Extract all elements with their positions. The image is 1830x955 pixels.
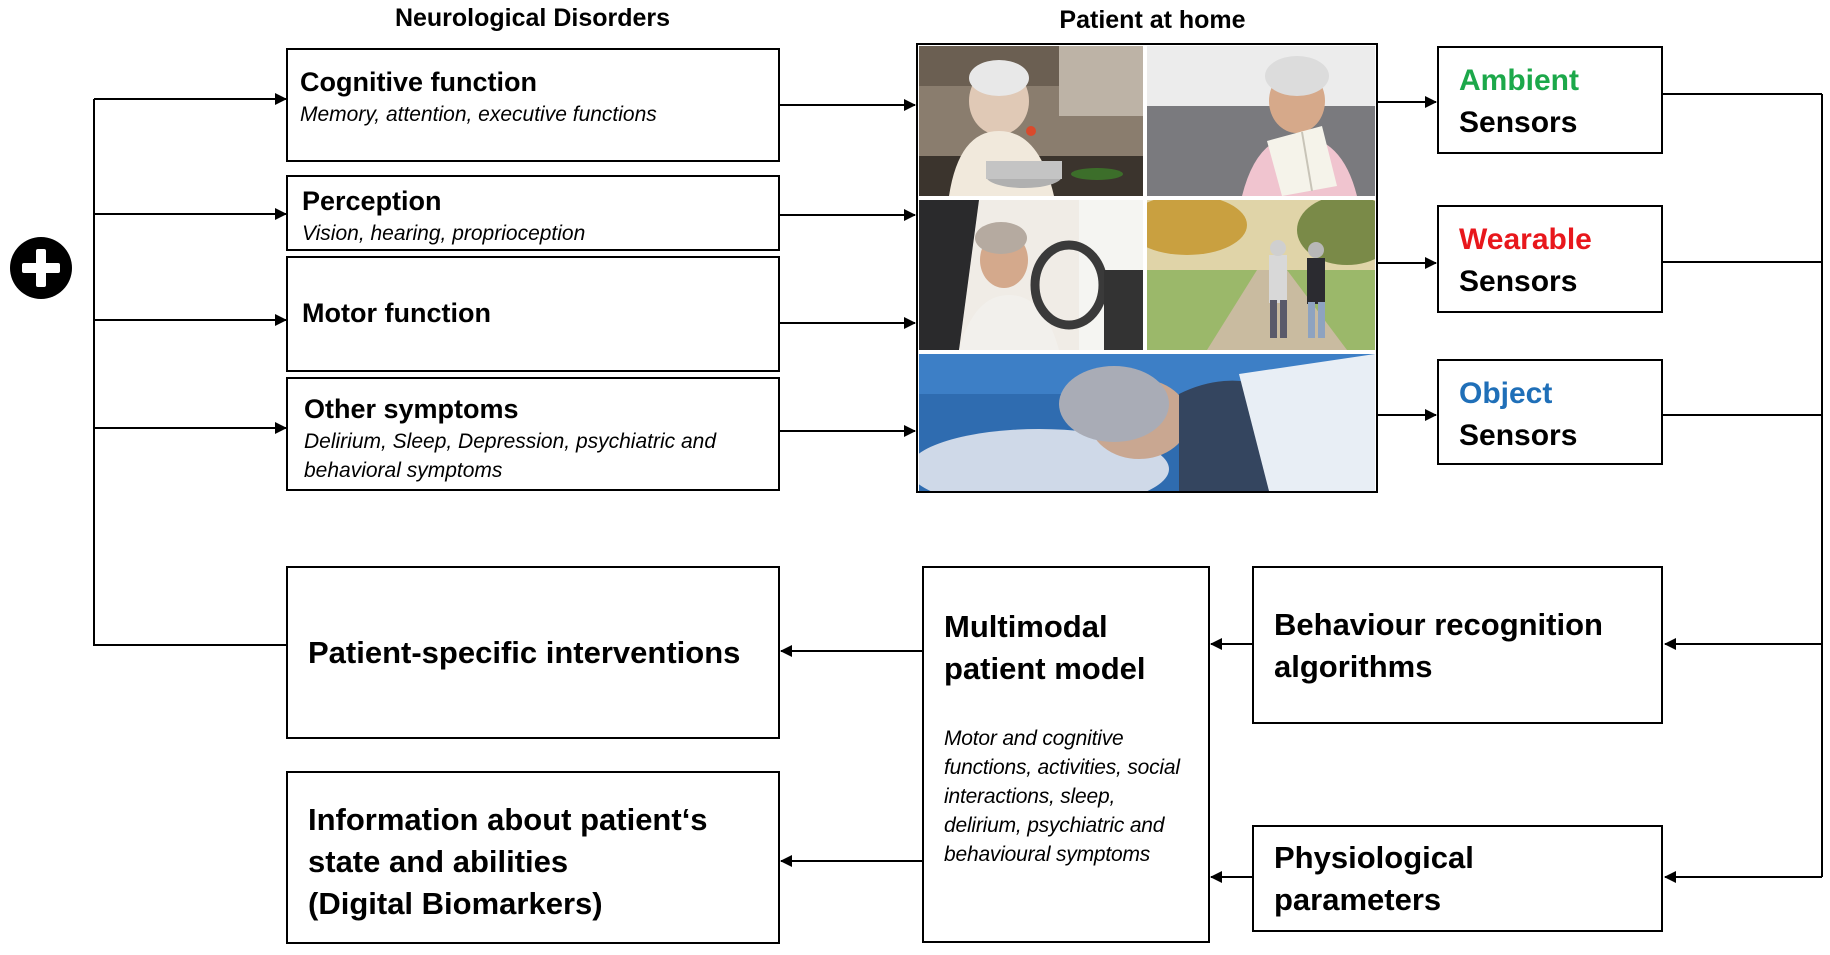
patient-specific-interventions-box: Patient-specific interventions (286, 566, 780, 739)
plus-circle-icon (9, 236, 73, 300)
behaviour-recognition-line-1: Behaviour recognition (1274, 607, 1603, 642)
model-title-line-1: Multimodal (944, 609, 1108, 644)
photo-reading (1147, 46, 1375, 196)
heading-patient-at-home: Patient at home (1059, 6, 1246, 34)
patient-specific-interventions-label: Patient-specific interventions (308, 634, 741, 670)
wearable-sensors-box: Wearable Sensors (1437, 205, 1663, 313)
photo-cooking (919, 46, 1143, 196)
perception-subtitle: Vision, hearing, proprioception (302, 221, 586, 245)
motor-function-box: Motor function (286, 256, 780, 372)
wearable-sensors-label: Sensors (1459, 265, 1578, 298)
physiological-parameters-label: Physiological parameters (1274, 839, 1474, 917)
physiological-parameters-box: Physiological parameters (1252, 825, 1663, 932)
feedback-loop-line (93, 99, 286, 646)
object-sensors-box: Object Sensors (1437, 359, 1663, 465)
multimodal-patient-model-box: Multimodal patient model Motor and cogni… (922, 566, 1210, 943)
ambient-sensors-label: Sensors (1459, 106, 1578, 139)
ambient-sensors-type: Ambient (1459, 64, 1579, 97)
other-symptoms-box: Other symptoms Delirium, Sleep, Depressi… (286, 377, 780, 491)
patient-photo-grid (919, 46, 1375, 491)
behaviour-recognition-line-2: algorithms (1274, 648, 1433, 684)
ambient-sensors-box: Ambient Sensors (1437, 46, 1663, 154)
perception-box: Perception Vision, hearing, propriocepti… (286, 175, 780, 251)
heading-neurological-disorders: Neurological Disorders (394, 4, 671, 32)
object-sensors-type: Object (1459, 377, 1553, 410)
model-description: Motor and cognitive functions, activitie… (944, 726, 1180, 866)
other-symptoms-subtitle: Delirium, Sleep, Depression, psychiatric… (304, 429, 717, 483)
model-title-line-2: patient model (944, 650, 1146, 686)
wearable-sensors-type: Wearable (1459, 223, 1592, 256)
other-symptoms-title: Other symptoms (304, 394, 519, 424)
cognitive-function-box: Cognitive function Memory, attention, ex… (286, 48, 780, 162)
behaviour-recognition-box: Behaviour recognition algorithms (1252, 566, 1663, 724)
cognitive-function-title: Cognitive function (300, 67, 537, 97)
photo-walking (1147, 200, 1375, 350)
photo-driving (919, 200, 1143, 350)
information-line-2: state and abilities (308, 843, 569, 879)
information-line-3: (Digital Biomarkers) (308, 885, 603, 921)
information-box: Information about patient‘s state and ab… (286, 771, 780, 944)
perception-title: Perception (302, 186, 442, 216)
object-sensors-label: Sensors (1459, 419, 1578, 452)
cognitive-function-subtitle: Memory, attention, executive functions (300, 102, 657, 126)
photo-sleeping (919, 354, 1375, 491)
motor-function-title: Motor function (302, 298, 491, 329)
information-line-1: Information about patient‘s (308, 802, 708, 837)
